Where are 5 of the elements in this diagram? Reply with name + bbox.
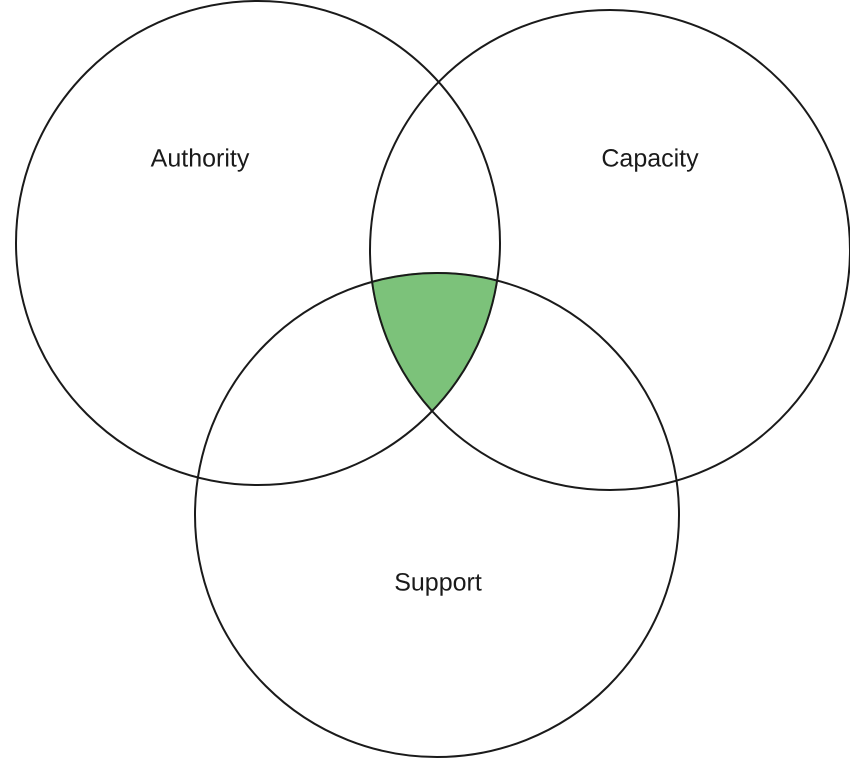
circle-label: Capacity xyxy=(601,144,699,174)
circle-label: Authority xyxy=(150,144,250,174)
venn-circle xyxy=(194,272,680,758)
circle-label: Support xyxy=(394,568,482,598)
venn-circle xyxy=(15,0,501,486)
